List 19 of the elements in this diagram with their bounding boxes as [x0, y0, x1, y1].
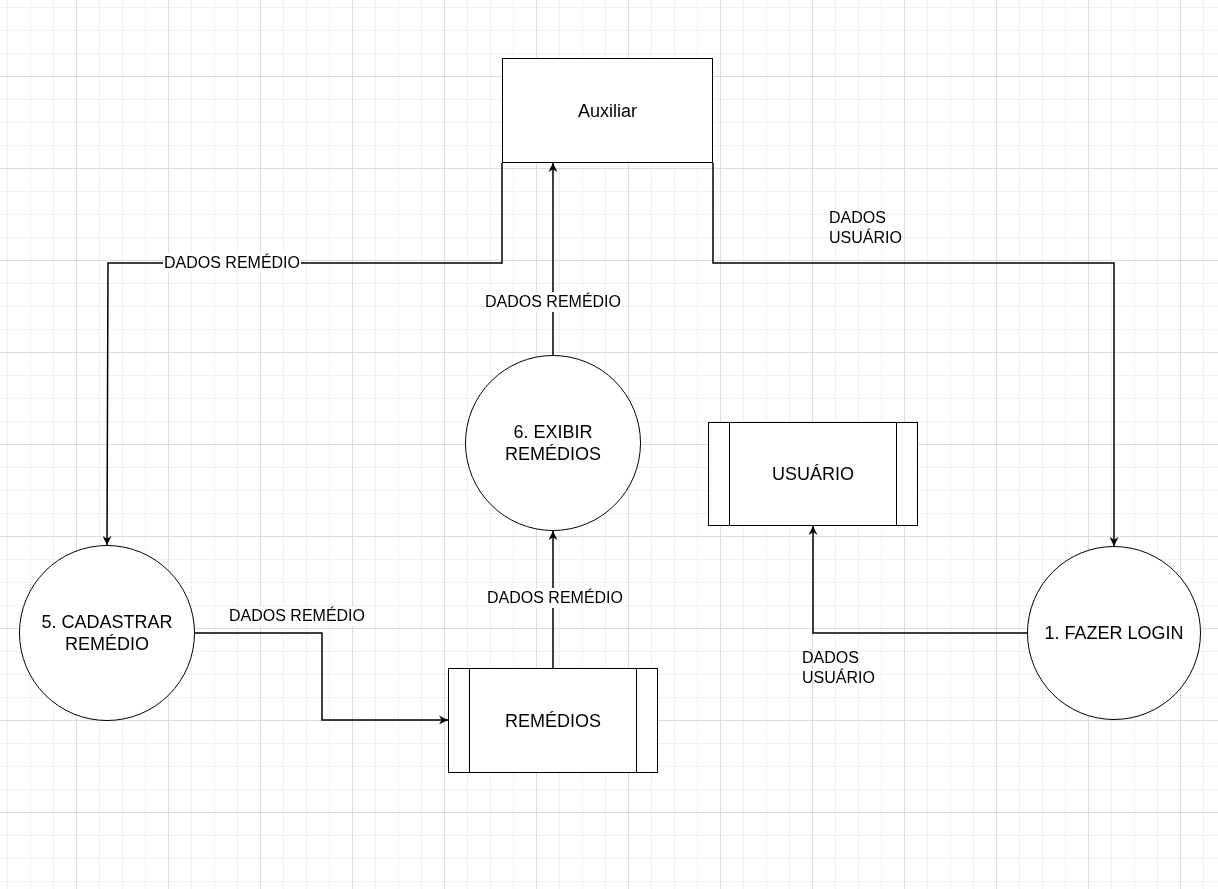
node-label: Auxiliar [578, 99, 637, 122]
node-label: 1. FAZER LOGIN [1044, 622, 1184, 644]
edge-label: DADOS REMÉDIO [486, 588, 624, 608]
arrow [194, 632, 449, 725]
arrow [808, 525, 1028, 634]
edge-label: DADOS USUÁRIO [801, 648, 876, 688]
data-store-box [708, 422, 918, 526]
entity-box [502, 58, 713, 163]
arrow [548, 162, 558, 356]
edge-label: DADOS REMÉDIO [228, 606, 366, 626]
node-label: 5. CADASTRAR REMÉDIO [40, 611, 174, 655]
node-label: 6. EXIBIR REMÉDIOS [504, 421, 602, 465]
node-label: USUÁRIO [772, 463, 854, 485]
node-label: REMÉDIOS [505, 709, 601, 732]
edge-label: DADOS REMÉDIO [163, 253, 301, 273]
arrow [712, 162, 1119, 547]
edge-label: DADOS REMÉDIO [484, 292, 622, 312]
data-store-box [448, 668, 658, 773]
edge-label: DADOS USUÁRIO [828, 208, 903, 248]
